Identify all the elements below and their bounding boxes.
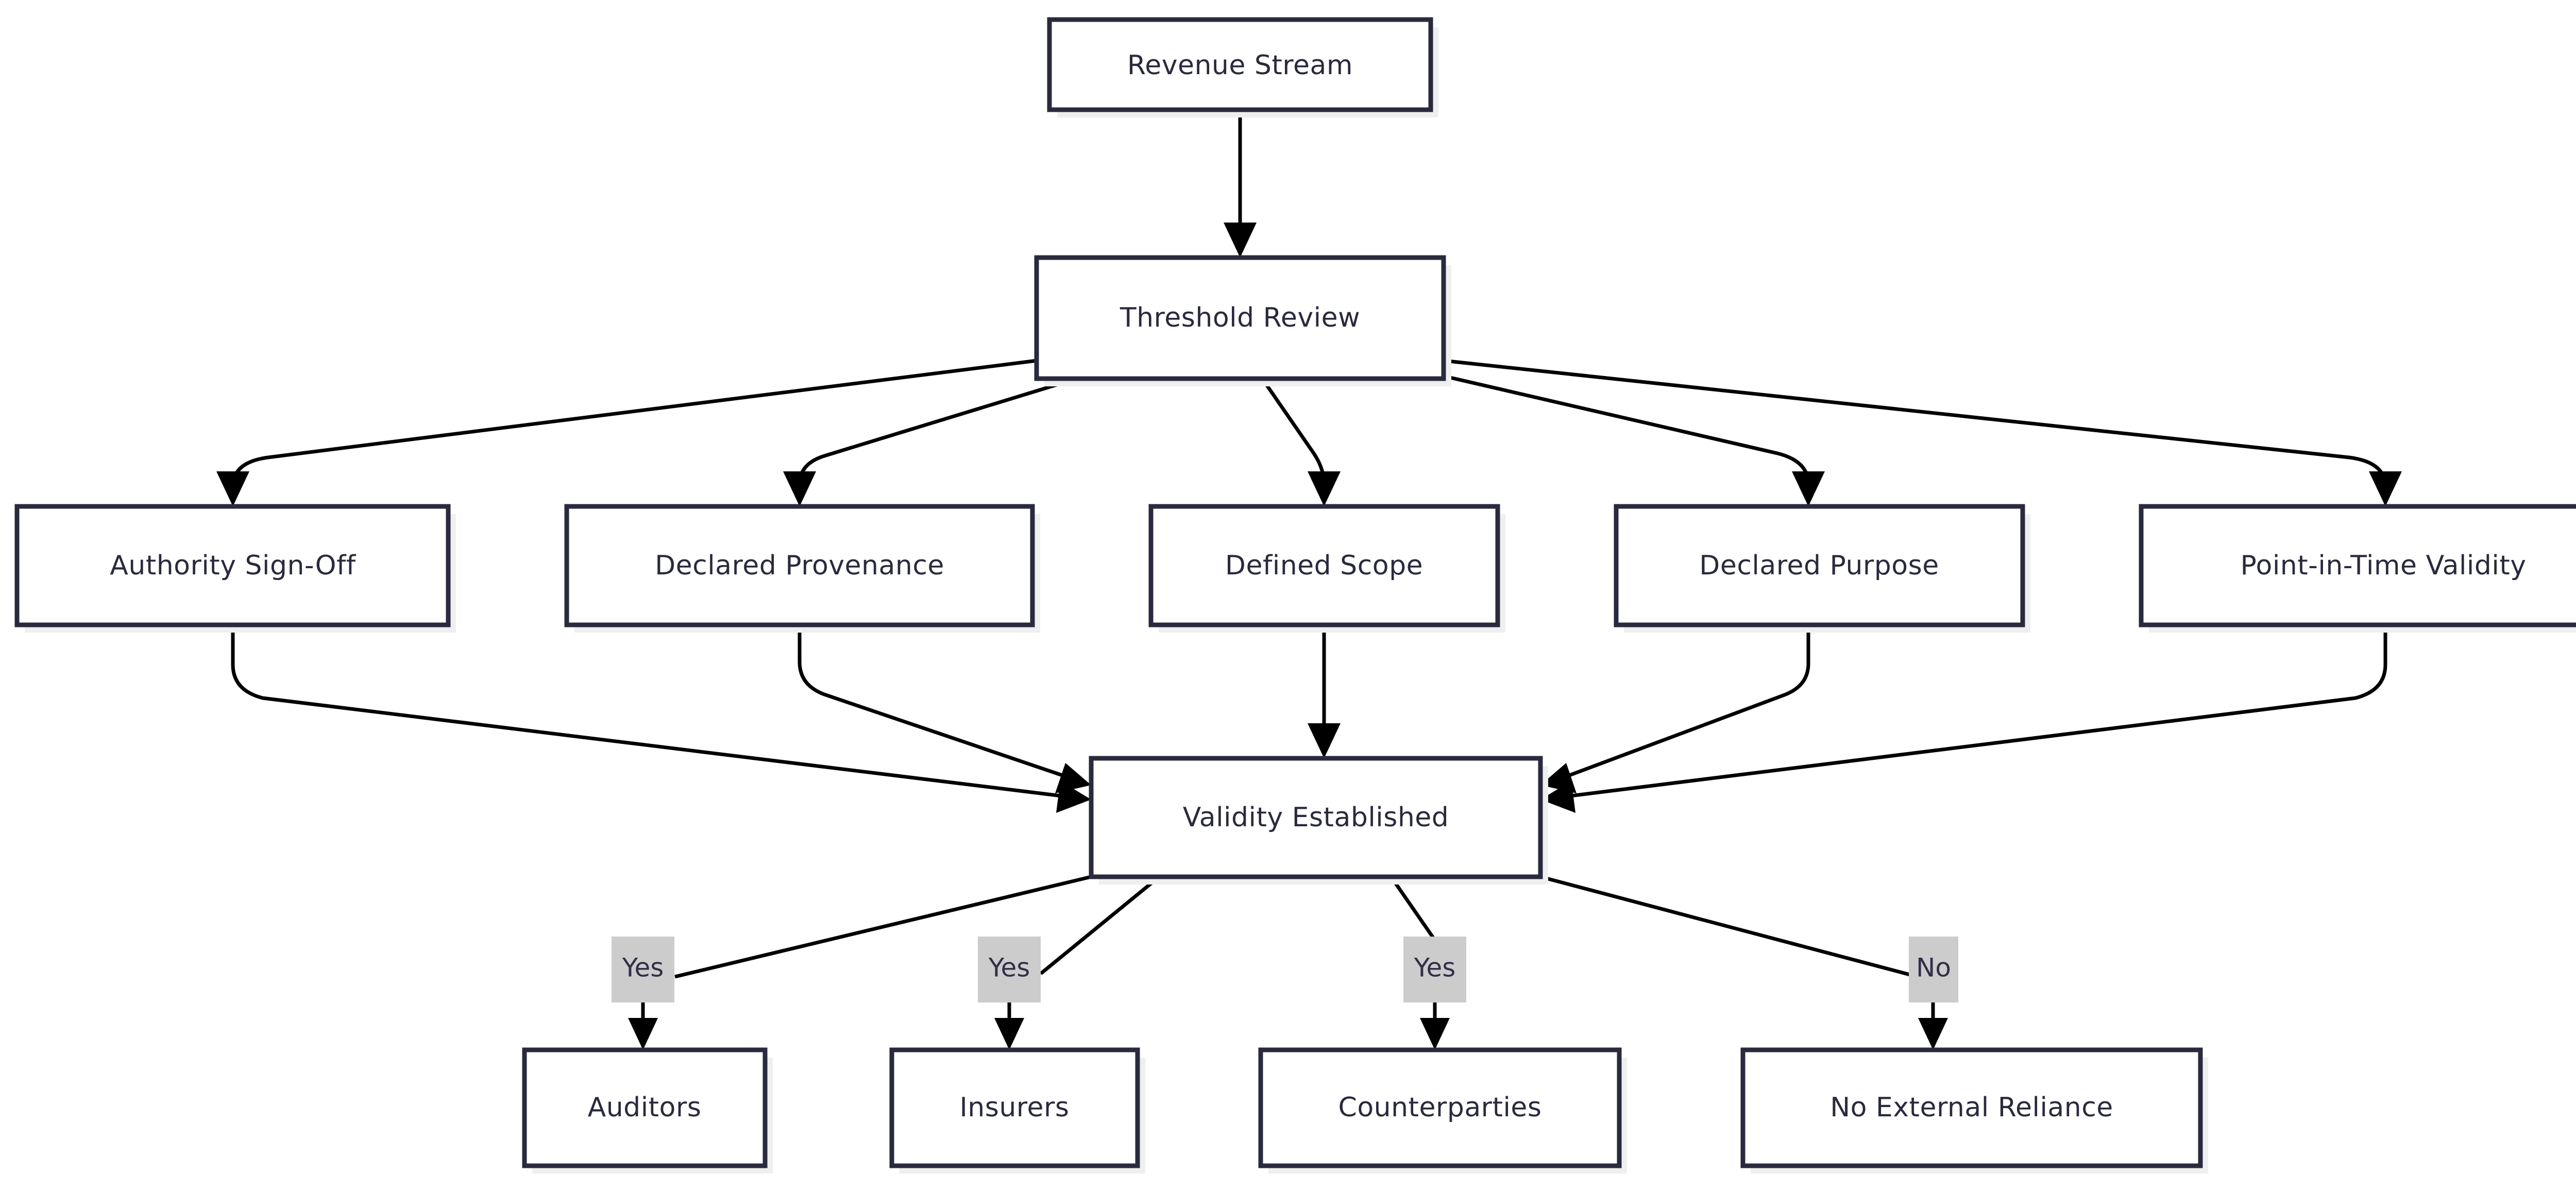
node-label: Insurers	[959, 1092, 1069, 1123]
edge-authority-sign-off-to-validity-established	[231, 625, 1091, 813]
edge-threshold-review-to-defined-scope	[1261, 378, 1341, 506]
node-label: Declared Purpose	[1699, 550, 1939, 581]
edge-point-in-time-validity-to-validity-established	[1540, 625, 2387, 813]
node-label: Counterparties	[1338, 1092, 1542, 1123]
node-label: Declared Provenance	[655, 550, 944, 581]
edge-threshold-review-to-authority-sign-off	[216, 359, 1037, 506]
node-label: Validity Established	[1183, 802, 1449, 833]
edge-label-yes-auditors: Yes	[612, 937, 674, 1002]
node-revenue-stream[interactable]: Revenue Stream	[1047, 17, 1438, 117]
node-label: Point-in-Time Validity	[2241, 550, 2527, 581]
node-label: Threshold Review	[1120, 302, 1360, 333]
edge-validity-established-to-counterparties	[1389, 876, 1450, 1050]
node-validity-established[interactable]: Validity Established	[1089, 756, 1548, 885]
node-threshold-review[interactable]: Threshold Review	[1034, 255, 1451, 386]
node-insurers[interactable]: Insurers	[889, 1047, 1145, 1174]
edge-threshold-review-to-declared-provenance	[783, 377, 1078, 506]
edge-validity-established-to-auditors	[628, 875, 1092, 1050]
node-point-in-time-validity[interactable]: Point-in-Time Validity	[2139, 504, 2576, 633]
node-label: Defined Scope	[1225, 550, 1423, 581]
edge-threshold-review-to-point-in-time-validity	[1443, 359, 2402, 506]
edge-label-no-reliance: No	[1909, 937, 1958, 1002]
edge-label-text: Yes	[1414, 953, 1456, 983]
node-declared-purpose[interactable]: Declared Purpose	[1614, 504, 2030, 633]
node-authority-sign-off[interactable]: Authority Sign-Off	[14, 504, 456, 633]
edge-validity-established-to-no-external-reliance	[1540, 875, 1948, 1050]
edge-label-yes-insurers: Yes	[978, 937, 1041, 1002]
node-label: Auditors	[588, 1092, 702, 1123]
node-declared-provenance[interactable]: Declared Provenance	[564, 504, 1040, 633]
node-label: Revenue Stream	[1127, 50, 1353, 81]
node-counterparties[interactable]: Counterparties	[1258, 1047, 1627, 1174]
edge-label-text: Yes	[622, 953, 664, 983]
edge-validity-established-to-insurers	[994, 875, 1161, 1050]
edge-label-text: No	[1916, 953, 1951, 983]
edge-defined-scope-to-validity-established	[1308, 625, 1341, 758]
edge-threshold-review-to-declared-purpose	[1443, 374, 1825, 506]
node-defined-scope[interactable]: Defined Scope	[1148, 504, 1505, 633]
edge-label-layer: Yes Yes Yes No	[612, 937, 1958, 1002]
edge-declared-provenance-to-validity-established	[798, 625, 1091, 793]
node-auditors[interactable]: Auditors	[522, 1047, 773, 1174]
node-no-external-reliance[interactable]: No External Reliance	[1740, 1047, 2208, 1174]
edge-declared-purpose-to-validity-established	[1540, 625, 1810, 793]
node-layer: Revenue Stream Threshold Review Authorit…	[14, 17, 2576, 1174]
edge-layer	[216, 110, 2402, 1050]
edge-label-yes-counterparties: Yes	[1403, 937, 1466, 1002]
node-label: No External Reliance	[1830, 1092, 2113, 1123]
edge-revenue-stream-to-threshold-review	[1224, 110, 1257, 258]
edge-label-text: Yes	[988, 953, 1030, 983]
node-label: Authority Sign-Off	[110, 550, 357, 581]
